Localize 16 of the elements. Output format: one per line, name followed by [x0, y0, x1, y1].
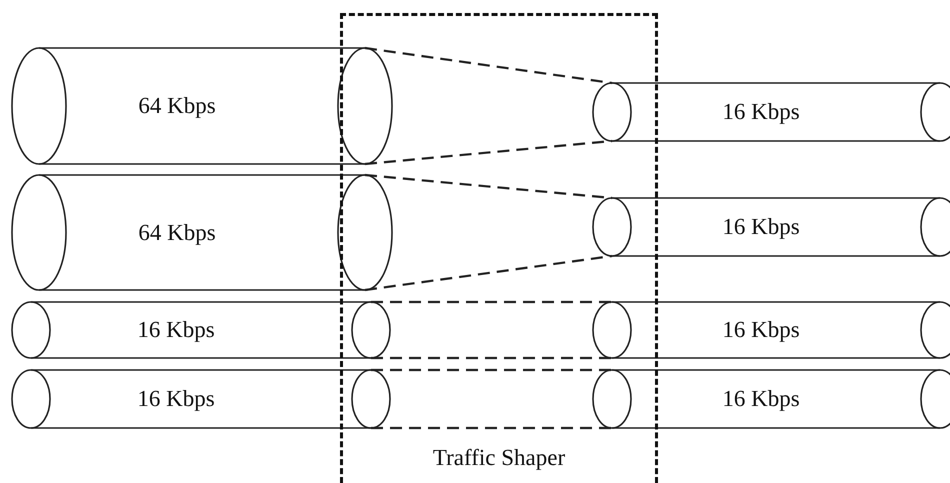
bandwidth-label: 16 Kbps: [722, 214, 800, 240]
bandwidth-label: 16 Kbps: [137, 317, 215, 343]
bandwidth-label: 64 Kbps: [138, 93, 216, 119]
dashed-connector: [371, 368, 612, 372]
dashed-connector: [371, 426, 612, 430]
dashed-connector: [364, 174, 612, 200]
dashed-connector: [364, 140, 612, 166]
dashed-connector: [364, 254, 612, 292]
bandwidth-label: 16 Kbps: [722, 99, 800, 125]
dashed-connector: [371, 300, 612, 304]
bandwidth-label: 16 Kbps: [722, 386, 800, 412]
bandwidth-label: 64 Kbps: [138, 220, 216, 246]
bandwidth-label: 16 Kbps: [722, 317, 800, 343]
bandwidth-label: 16 Kbps: [137, 386, 215, 412]
dashed-connector: [371, 356, 612, 360]
dashed-connector: [364, 46, 612, 84]
